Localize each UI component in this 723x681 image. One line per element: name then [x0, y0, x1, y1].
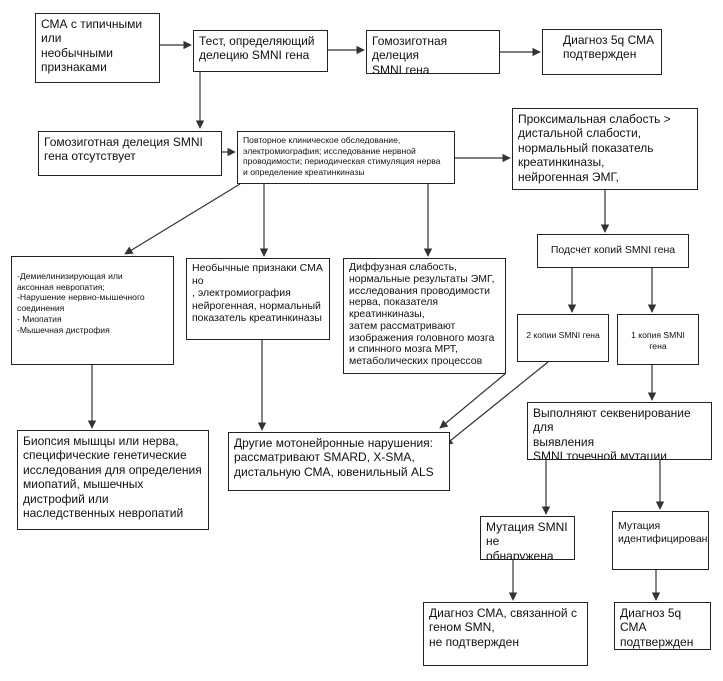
node-clinical-reexamination: Повторное клиническое обследование, элек…	[237, 131, 455, 184]
node-sequencing: Выполняют секвенирование для выявления S…	[527, 402, 712, 460]
node-diagnosis-5q-confirmed-top: Диагноз 5q СМА подтвержден	[542, 29, 662, 75]
node-deletion-test: Тест, определяющий делецию SMNI гена	[193, 30, 328, 72]
arrow-reexam-to-demyel	[124, 183, 241, 255]
node-homozygous-deletion-absent: Гомозиготная делеция SMNI гена отсутству…	[38, 131, 222, 176]
node-start: СМА с типичными или необычными признакам…	[35, 13, 160, 83]
arrow-diffuse-to-other	[439, 373, 506, 429]
node-other-motor-neuron: Другие мотонейронные нарушения: рассматр…	[228, 432, 450, 491]
node-two-copies: 2 копии SMNI гена	[517, 314, 609, 362]
node-homozygous-deletion: Гомозиготная делеция SMNI гена	[366, 30, 500, 74]
node-mutation-not-found: Мутация SMNI не обнаружена	[480, 516, 575, 560]
node-mutation-identified: Мутация идентифицирована	[612, 511, 709, 570]
node-diagnosis-not-confirmed: Диагноз СМА, связанной с геном SMN, не п…	[423, 602, 588, 666]
node-neuropathy-myopathy: -Демиелинизирующая или аксонная невропат…	[11, 256, 174, 365]
arrow-two-to-other	[444, 361, 549, 446]
node-diffuse-weakness: Диффузная слабость, нормальные результат…	[343, 258, 506, 374]
node-one-copy: 1 копия SMNI гена	[617, 314, 699, 365]
node-diagnosis-5q-confirmed-bottom: Диагноз 5q СМА подтвержден	[614, 602, 711, 650]
node-biopsy: Биопсия мышцы или нерва, специфические г…	[17, 430, 209, 530]
node-unusual-signs: Необычные признаки СМА но , электромиогр…	[186, 258, 330, 340]
node-copy-count: Подсчет копий SMNI гена	[537, 234, 689, 268]
node-proximal-weakness: Проксимальная слабость > дистальной слаб…	[512, 108, 698, 190]
